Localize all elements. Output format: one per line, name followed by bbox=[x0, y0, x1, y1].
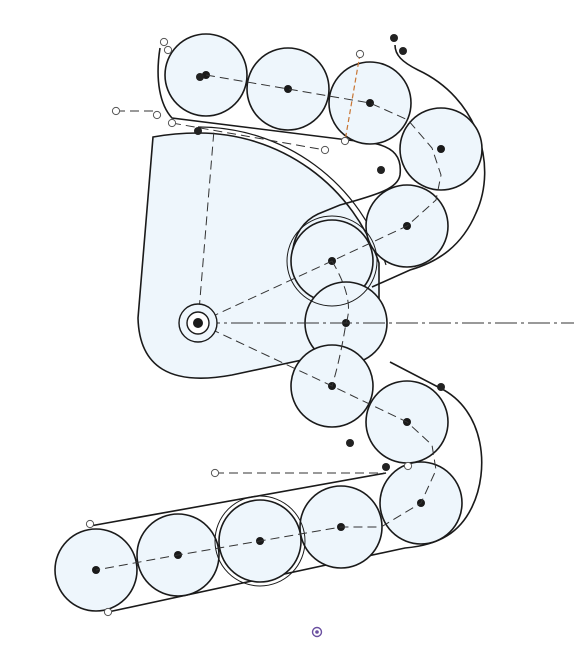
accent-line bbox=[344, 53, 361, 142]
sketch-point-filled[interactable] bbox=[382, 463, 390, 471]
origin-marker[interactable] bbox=[311, 626, 323, 638]
sketch-point-filled[interactable] bbox=[437, 383, 445, 391]
sketch-point[interactable] bbox=[340, 136, 350, 146]
sketch-point-filled[interactable] bbox=[390, 34, 398, 42]
sketch-point[interactable] bbox=[210, 468, 220, 478]
sketch-point-filled[interactable] bbox=[377, 166, 385, 174]
sketch-point[interactable] bbox=[167, 118, 177, 128]
sketch-point[interactable] bbox=[163, 45, 173, 55]
sketch-point[interactable] bbox=[85, 519, 95, 529]
roller-center-point bbox=[284, 85, 292, 93]
sketch-point[interactable] bbox=[403, 461, 413, 471]
construction-lines bbox=[95, 74, 442, 571]
sketch-point[interactable] bbox=[320, 145, 330, 155]
sketch-point-filled[interactable] bbox=[399, 47, 407, 55]
sketch-point[interactable] bbox=[159, 37, 169, 47]
sketch-point[interactable] bbox=[152, 110, 162, 120]
sketch-point[interactable] bbox=[111, 106, 121, 116]
roller-outline bbox=[214, 495, 306, 587]
roller-outline-upper bbox=[286, 215, 378, 307]
roller-center-point bbox=[437, 145, 445, 153]
sketch-point-filled[interactable] bbox=[194, 127, 202, 135]
reference-points[interactable] bbox=[85, 34, 445, 617]
pivot-center-point bbox=[193, 318, 203, 328]
sketch-point[interactable] bbox=[355, 49, 365, 59]
sketch-point[interactable] bbox=[103, 607, 113, 617]
sketch-point-filled[interactable] bbox=[346, 439, 354, 447]
roller-center-point bbox=[366, 99, 374, 107]
sketch-point-filled[interactable] bbox=[196, 73, 204, 81]
pivot[interactable] bbox=[178, 303, 218, 343]
